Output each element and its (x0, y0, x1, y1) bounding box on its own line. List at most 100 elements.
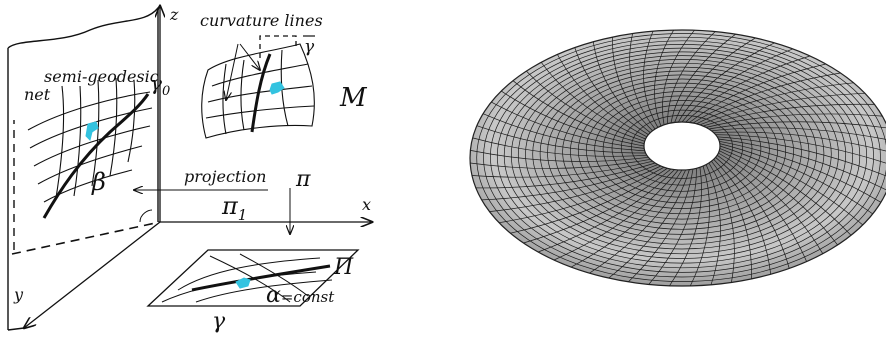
torus-radial-line (708, 121, 886, 130)
torus-radial-line (696, 82, 854, 125)
torus-radial-line (491, 101, 645, 149)
torus-radial-line (523, 168, 672, 244)
surface-highlight (269, 81, 285, 95)
torus-radial-line (612, 37, 653, 132)
torus-radial-line (472, 137, 647, 157)
torus-ring (503, 47, 861, 264)
gamma-label: γ (212, 309, 226, 334)
torus-ring (570, 82, 794, 220)
torus-radial-line (574, 47, 649, 135)
torus-ring (562, 78, 802, 225)
curvature-pointer-2 (239, 43, 260, 70)
torus-radial-line (501, 90, 645, 147)
torus-radial-line (713, 131, 886, 152)
torus-radial-line (571, 169, 683, 268)
beta-label: β (91, 168, 106, 196)
torus-ring (611, 104, 753, 192)
pi-label: π (295, 167, 311, 192)
torus-ring (547, 70, 817, 235)
torus-hole (643, 121, 721, 171)
torus-ring (631, 115, 733, 179)
torus-radial-line (719, 145, 863, 226)
torus-radial-line (481, 164, 659, 201)
projection-label: projection (184, 167, 266, 186)
torus-ring (483, 36, 881, 278)
torus-mesh-rings (476, 33, 886, 282)
right-angle-mark (139, 209, 153, 223)
torus-radial-line (719, 150, 838, 246)
gamma-bar-dashed (259, 35, 297, 58)
torus-ring (539, 66, 825, 240)
torus-radial-line (706, 113, 883, 128)
plane-Pi-label: Π (333, 255, 354, 280)
torus-ring (496, 44, 868, 269)
torus-radial-line (667, 31, 716, 124)
alpha-label: α=const (266, 283, 335, 308)
torus-ring (594, 95, 770, 204)
torus-radial-line (489, 165, 662, 212)
surface-M-label: M (339, 83, 368, 113)
curvature-pointer-1 (226, 43, 239, 100)
torus-radial-line (702, 103, 875, 127)
torus-radial-line (718, 138, 886, 191)
torus-ring (517, 55, 847, 255)
torus-radial-line (662, 29, 695, 125)
torus-radial-line (499, 166, 665, 224)
torus-radial-line (654, 29, 674, 127)
torus-radial-line (699, 92, 865, 126)
torus-radial-line (711, 127, 886, 140)
y-axis (24, 221, 161, 328)
gamma-bar-label: γ (304, 37, 315, 57)
torus-mesh-radial (470, 29, 886, 287)
gamma0-label: γ0 (150, 71, 170, 99)
net-highlight (85, 121, 99, 141)
torus-radial-line (629, 33, 656, 130)
torus-ring (476, 33, 886, 282)
torus-radial-line (537, 169, 675, 253)
torus-ring (510, 51, 854, 259)
torus-radial-line (719, 148, 852, 236)
torus-ring (577, 86, 787, 215)
torus-ring (585, 91, 779, 209)
gamma-projection-line (191, 264, 331, 292)
torus-radial-line (553, 169, 679, 261)
torus-radial-line (719, 143, 873, 215)
torus-radial-line (717, 136, 886, 177)
torus-radial-line (689, 63, 826, 123)
torus-ring (554, 74, 810, 230)
net-label: net (24, 85, 51, 104)
torus-radial-line (475, 162, 656, 189)
torus-radial-line (670, 33, 736, 124)
torus-ring (490, 40, 874, 273)
torus-radial-line (692, 72, 841, 124)
torus-radial-line (482, 113, 645, 152)
torus-radial-line (715, 134, 886, 164)
torus-radial-line (643, 31, 659, 128)
curvature-lines-label: curvature lines (200, 11, 323, 30)
torus-radial-line (718, 152, 824, 254)
torus-radial-line (510, 167, 668, 234)
torus-radial-line (592, 41, 651, 133)
torus-ring (525, 59, 839, 250)
right-diagram (469, 29, 886, 287)
semi-geodesic-label: semi-geodesic (44, 67, 159, 86)
x-axis-label: x (362, 195, 371, 214)
torus-radial-line (719, 140, 882, 203)
pi1-label: π1 (221, 192, 247, 224)
plane-dashed-edge (11, 221, 161, 255)
y-axis-label: y (13, 285, 24, 304)
torus-radial-line (470, 158, 651, 169)
surface-M (201, 43, 315, 139)
torus-radial-line (476, 125, 646, 154)
torus-radial-line (512, 80, 645, 144)
torus-ring (620, 109, 744, 186)
vertical-plane (7, 6, 159, 331)
torus-radial-line (471, 160, 653, 178)
torus-radial-line (470, 150, 649, 162)
curvature-line-bold (250, 53, 272, 133)
plane-highlight (235, 277, 251, 289)
gamma0-curve (42, 93, 150, 219)
torus-ring (532, 62, 832, 245)
